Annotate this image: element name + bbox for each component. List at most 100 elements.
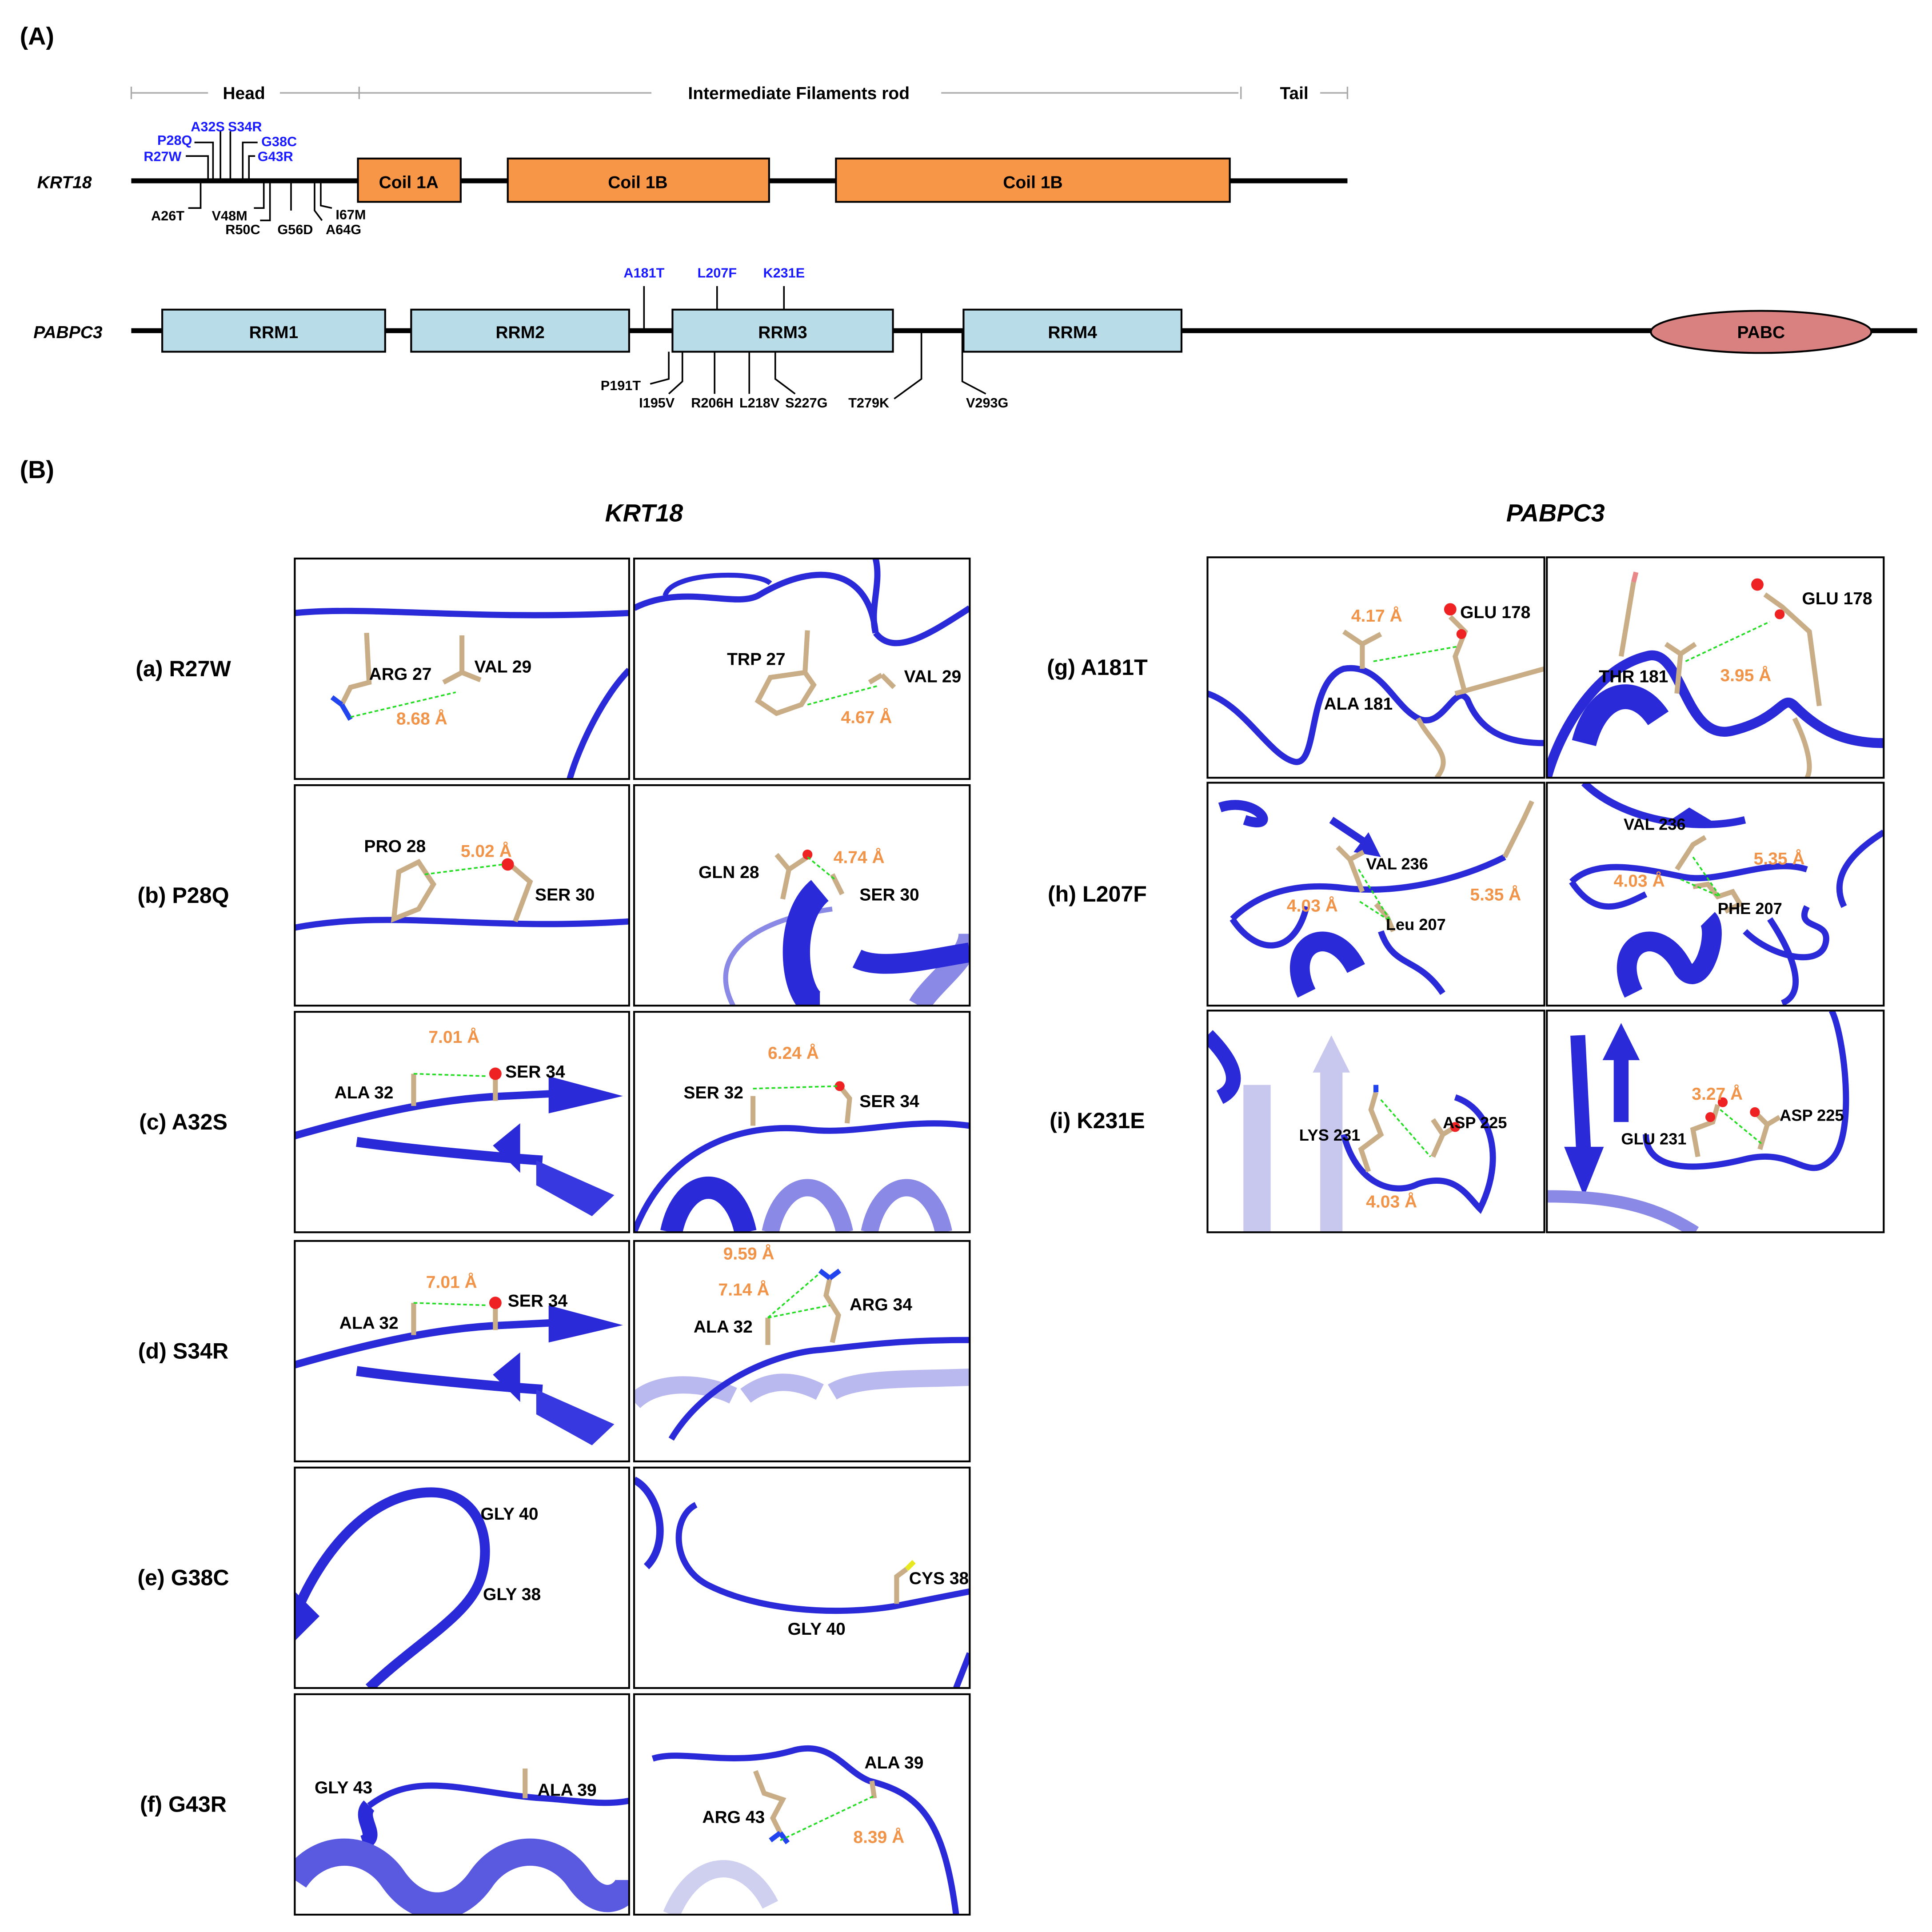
pabpc3-mut-i195v: I195V <box>639 395 675 411</box>
svg-text:4.67 Å: 4.67 Å <box>841 708 892 727</box>
panel-p28q-mutant: GLN 28 SER 30 4.74 Å <box>633 784 971 1007</box>
svg-text:SER 32: SER 32 <box>684 1083 743 1102</box>
pabpc3-mut-s227g: S227G <box>785 395 827 411</box>
krt18-mut-g43r: G43R <box>258 149 293 164</box>
svg-text:4.74 Å: 4.74 Å <box>834 848 885 867</box>
svg-text:VAL 236: VAL 236 <box>1366 855 1428 873</box>
krt18-mut-i67m: I67M <box>335 207 366 222</box>
svg-text:ARG 43: ARG 43 <box>702 1808 765 1827</box>
svg-text:ALA 39: ALA 39 <box>538 1780 597 1800</box>
svg-text:7.14 Å: 7.14 Å <box>719 1280 770 1299</box>
svg-text:GLY 40: GLY 40 <box>788 1620 846 1639</box>
krt18-mut-r50c: R50C <box>225 222 260 237</box>
row-label-r27w: (a) R27W <box>136 656 231 681</box>
svg-text:5.35 Å: 5.35 Å <box>1470 885 1521 904</box>
panel-r27w-wildtype: ARG 27 VAL 29 8.68 Å <box>294 557 630 780</box>
krt18-title: KRT18 <box>605 499 683 527</box>
svg-text:SER 34: SER 34 <box>505 1062 565 1082</box>
panel-a-label: (A) <box>20 22 54 50</box>
panel-p28q-wildtype: PRO 28 SER 30 5.02 Å <box>294 784 630 1007</box>
svg-text:4.03 Å: 4.03 Å <box>1366 1192 1417 1212</box>
krt18-coil-1a: Coil 1A <box>357 157 462 203</box>
svg-text:ALA 32: ALA 32 <box>694 1317 753 1337</box>
panel-r27w-mutant: TRP 27 VAL 29 4.67 Å <box>633 557 971 780</box>
panel-a181t-mutant: GLU 178 THR 181 3.95 Å <box>1546 556 1885 779</box>
svg-text:3.27 Å: 3.27 Å <box>1692 1084 1743 1104</box>
svg-text:SER 30: SER 30 <box>859 885 919 904</box>
svg-text:GLY 40: GLY 40 <box>480 1505 538 1524</box>
panel-g43r-mutant: ALA 39 ARG 43 8.39 Å <box>633 1693 971 1916</box>
region-head-label: Head <box>223 84 265 103</box>
svg-text:GLY 43: GLY 43 <box>315 1778 372 1797</box>
krt18-top-ticks <box>186 131 258 181</box>
svg-text:4.03 Å: 4.03 Å <box>1614 871 1665 891</box>
krt18-mut-r27w: R27W <box>144 149 181 164</box>
pabpc3-mut-t279k: T279K <box>848 395 889 411</box>
svg-text:ALA 39: ALA 39 <box>864 1753 923 1772</box>
pabpc3-title: PABPC3 <box>1506 499 1605 527</box>
svg-text:7.01 Å: 7.01 Å <box>428 1027 479 1047</box>
svg-text:RRM1: RRM1 <box>249 323 299 342</box>
krt18-mut-a26t: A26T <box>151 208 184 224</box>
panel-s34r-mutant: ALA 32 ARG 34 9.59 Å 7.14 Å <box>633 1240 971 1462</box>
row-label-l207f: (h) L207F <box>1048 882 1147 906</box>
svg-text:GLY 38: GLY 38 <box>483 1585 541 1604</box>
svg-text:ALA 32: ALA 32 <box>335 1083 394 1102</box>
svg-text:Coil 1B: Coil 1B <box>608 173 667 192</box>
row-label-s34r: (d) S34R <box>138 1339 228 1364</box>
svg-text:TRP 27: TRP 27 <box>727 650 786 669</box>
pabpc3-mut-k231e: K231E <box>763 265 805 280</box>
krt18-mut-g38c: G38C <box>261 134 297 149</box>
krt18-mut-g56d: G56D <box>277 222 313 237</box>
svg-text:5.35 Å: 5.35 Å <box>1754 849 1805 868</box>
panel-k231e-mutant: GLU 231 ASP 225 3.27 Å <box>1546 1010 1885 1233</box>
svg-text:9.59 Å: 9.59 Å <box>723 1244 774 1264</box>
krt18-mut-a64g: A64G <box>326 222 361 237</box>
svg-text:6.24 Å: 6.24 Å <box>768 1043 819 1063</box>
pabpc3-mut-l218v: L218V <box>739 395 780 411</box>
pabpc3-gene-label: PABPC3 <box>33 323 103 342</box>
krt18-coil-1b-second: Coil 1B <box>835 157 1231 203</box>
panel-g38c-mutant: CYS 38 GLY 40 <box>633 1466 971 1689</box>
krt18-coil-1b-first: Coil 1B <box>507 157 770 203</box>
svg-text:VAL 29: VAL 29 <box>474 657 531 676</box>
row-label-g38c: (e) G38C <box>137 1565 229 1590</box>
panel-k231e-wildtype: LYS 231 ASP 225 4.03 Å <box>1206 1010 1545 1233</box>
svg-text:LYS 231: LYS 231 <box>1299 1126 1361 1144</box>
region-bracket <box>130 87 1349 99</box>
pabpc3-top-ticks <box>643 286 785 331</box>
pabpc3-mut-a181t: A181T <box>623 265 664 280</box>
panel-l207f-mutant: VAL 236 PHE 207 4.03 Å 5.35 Å <box>1546 782 1885 1007</box>
svg-text:ARG 34: ARG 34 <box>850 1295 912 1314</box>
pabpc3-pabc: PABC <box>1650 310 1872 354</box>
svg-text:8.68 Å: 8.68 Å <box>396 709 447 729</box>
panel-a32s-wildtype: ALA 32 SER 34 7.01 Å <box>294 1011 630 1233</box>
svg-text:GLN 28: GLN 28 <box>699 863 759 882</box>
svg-text:GLU 178: GLU 178 <box>1460 603 1530 622</box>
svg-text:SER 30: SER 30 <box>535 885 595 904</box>
pabpc3-rrm1: RRM1 <box>161 308 386 353</box>
svg-text:PRO 28: PRO 28 <box>364 837 426 856</box>
svg-text:VAL 29: VAL 29 <box>904 667 962 687</box>
svg-text:SER 34: SER 34 <box>859 1092 919 1111</box>
svg-text:GLU 231: GLU 231 <box>1621 1130 1686 1148</box>
svg-text:VAL 236: VAL 236 <box>1624 815 1686 833</box>
pabpc3-bottom-ticks <box>650 331 986 399</box>
krt18-mut-p28q: P28Q <box>157 133 192 148</box>
svg-text:GLU 178: GLU 178 <box>1802 589 1872 608</box>
krt18-mut-a32s: A32S <box>191 119 225 134</box>
krt18-mut-s34r: S34R <box>228 119 262 134</box>
svg-text:4.03 Å: 4.03 Å <box>1287 896 1338 915</box>
pabpc3-mut-l207f: L207F <box>697 265 737 280</box>
pabpc3-rrm3: RRM3 <box>671 308 894 353</box>
panel-l207f-wildtype: VAL 236 Leu 207 4.03 Å 5.35 Å <box>1206 782 1545 1007</box>
pabpc3-mut-p191t: P191T <box>601 378 641 393</box>
row-label-g43r: (f) G43R <box>140 1792 227 1817</box>
pabpc3-rrm4: RRM4 <box>962 308 1183 353</box>
panel-s34r-wildtype: ALA 32 SER 34 7.01 Å <box>294 1240 630 1462</box>
pabpc3-rrm2: RRM2 <box>410 308 630 353</box>
krt18-bottom-ticks <box>188 180 332 221</box>
svg-text:ALA 32: ALA 32 <box>339 1314 399 1333</box>
row-label-a181t: (g) A181T <box>1047 655 1148 680</box>
